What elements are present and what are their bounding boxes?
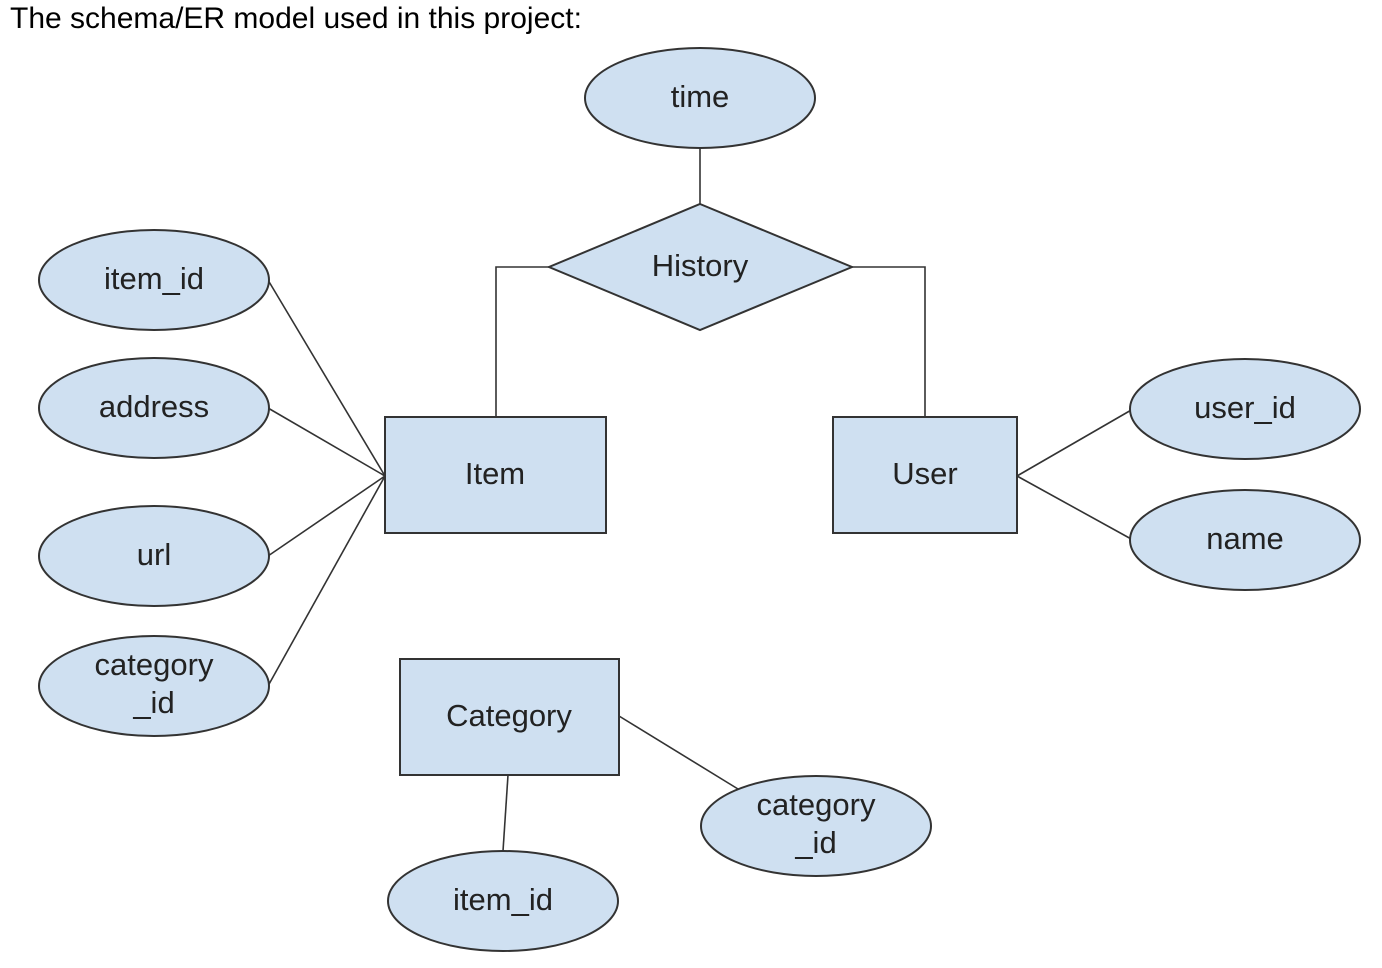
attribute-name: name [1129,489,1361,591]
entity-category: Category [399,658,620,776]
edge-item-item-id [267,279,386,477]
attribute-user-id-label: user_id [1194,390,1296,425]
attribute-item-category-id-label-line1: category [95,647,214,682]
attribute-url: url [38,505,270,607]
page-title: The schema/ER model used in this project… [10,2,582,35]
attribute-category-category-id: category _id [700,775,932,877]
entity-item: Item [384,416,607,534]
connectors [267,148,1134,852]
entity-category-label: Category [446,698,572,733]
attribute-address-label: address [99,389,209,424]
attribute-item-category-id-label-line2: _id [132,685,174,720]
edge-category-category-id [618,715,739,790]
attribute-address: address [38,357,270,459]
edge-history-item [495,266,549,417]
attribute-user-id: user_id [1129,358,1361,460]
edge-user-user-id [1016,408,1134,477]
relationship-history-label: History [652,248,749,283]
attribute-category-item-id: item_id [387,850,619,952]
entity-item-label: Item [465,456,525,491]
edge-user-name [1016,475,1134,541]
attribute-category-category-id-label-line1: category [757,787,876,822]
attribute-item-id: item_id [38,229,270,331]
attribute-category-category-id-label-line2: _id [794,825,836,860]
entity-user-label: User [892,456,957,491]
edge-item-category-id [267,475,386,687]
edge-item-address [267,407,386,477]
attribute-time-label: time [671,79,730,114]
entity-user: User [832,416,1018,534]
attribute-item-category-id: category _id [38,635,270,737]
attribute-item-id-label: item_id [104,261,204,296]
edge-item-url [267,475,386,557]
attribute-category-item-id-label: item_id [453,882,553,917]
edge-history-user [852,266,926,417]
edge-category-item-id [502,774,509,852]
attribute-time: time [584,47,816,149]
attribute-url-label: url [137,537,171,572]
relationship-history: History [546,202,855,332]
attribute-name-label: name [1206,521,1284,556]
